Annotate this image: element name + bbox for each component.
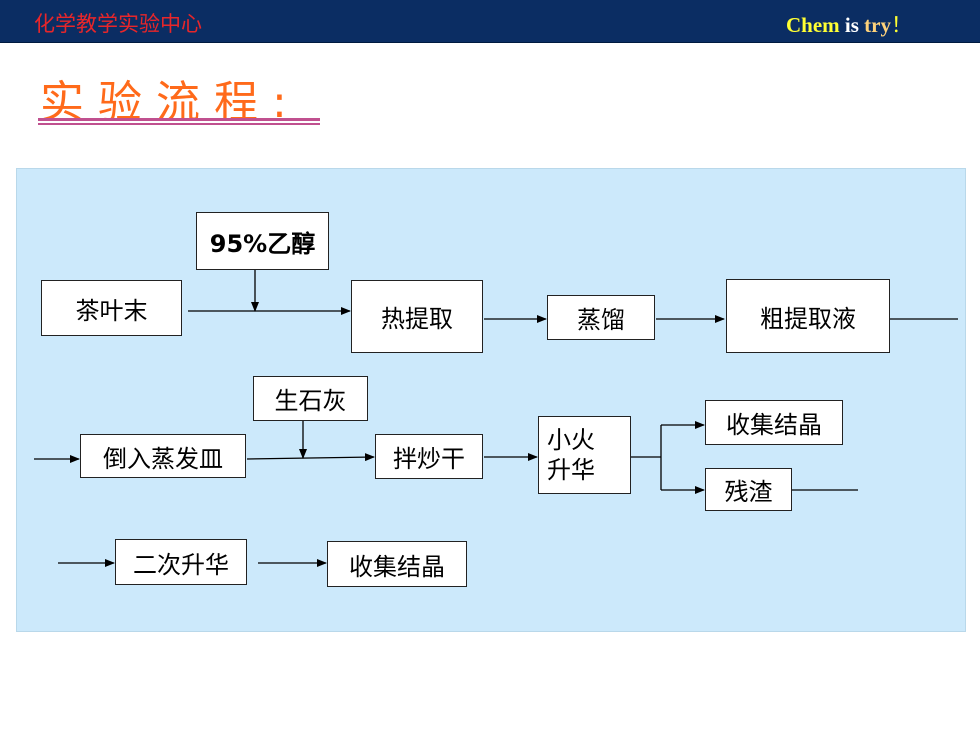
slogan-word-try: try — [858, 13, 891, 37]
header-bar: 化学教学实验中心 Chem is try！ — [0, 0, 980, 43]
collect-crystals-box: 收集结晶 — [705, 400, 843, 445]
pour-into-dish-box: 倒入蒸发皿 — [80, 434, 246, 478]
low-heat-sublimation-box: 小火 升华 — [538, 416, 631, 494]
stir-fry-dry-box: 拌炒干 — [375, 434, 483, 479]
quicklime-box: 生石灰 — [253, 376, 368, 421]
tea-powder-box: 茶叶末 — [41, 280, 182, 336]
slogan-word-is: is — [839, 13, 859, 37]
arrow-pour-to-stir — [246, 453, 375, 462]
hot-extraction-box: 热提取 — [351, 280, 483, 353]
title-underline — [38, 118, 320, 121]
slogan: Chem is try！ — [786, 9, 912, 39]
crude-extract-box: 粗提取液 — [726, 279, 890, 353]
sublimation-line-2: 升华 — [547, 456, 595, 484]
sublimation-line-1: 小火 — [547, 426, 595, 454]
title-underline-second — [38, 123, 320, 125]
second-sublimation-box: 二次升华 — [115, 539, 247, 585]
distillation-box: 蒸馏 — [547, 295, 655, 340]
slogan-exclaim: ！ — [891, 13, 912, 37]
final-collect-crystals-box: 收集结晶 — [327, 541, 467, 587]
lab-center-name: 化学教学实验中心 — [34, 12, 202, 36]
slogan-word-chem: Chem — [785, 13, 840, 37]
ethanol-box: 95%乙醇 — [196, 212, 329, 270]
residue-box: 残渣 — [705, 468, 792, 511]
